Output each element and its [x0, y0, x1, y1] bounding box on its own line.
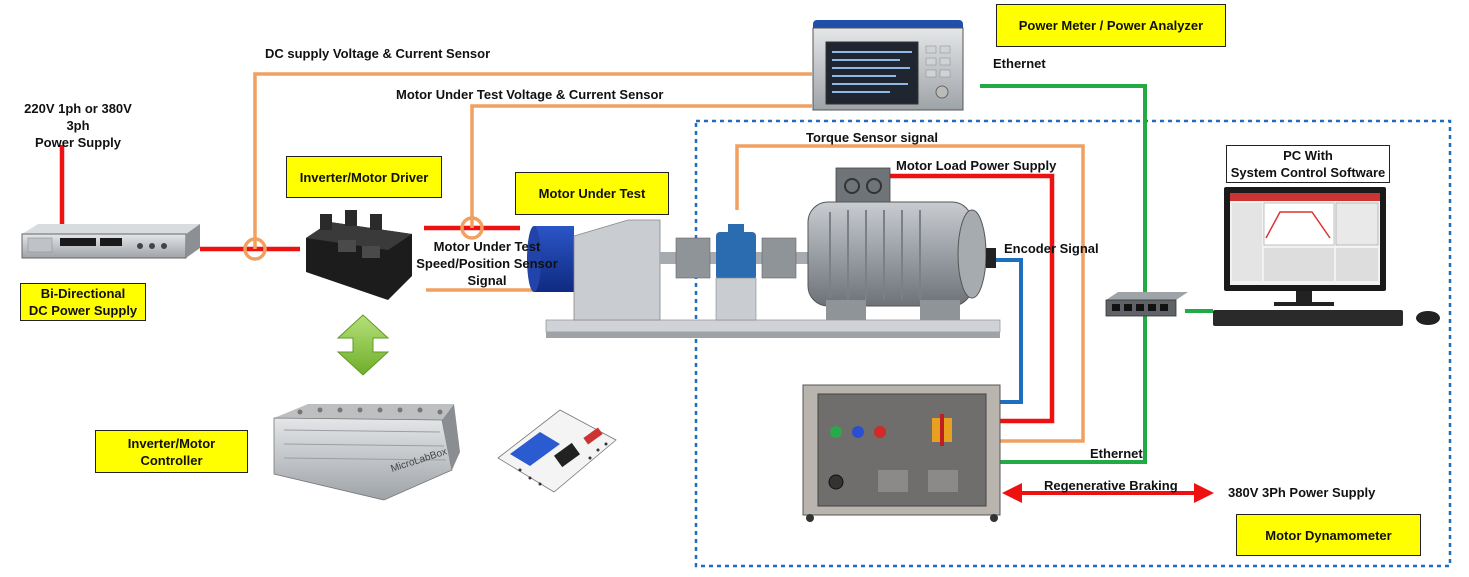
inverter-driver-image: [306, 210, 412, 300]
ethernet-power-meter-line: [980, 84, 1147, 300]
ethernet-top-label: Ethernet: [993, 56, 1046, 71]
speed-position-signal-label: Motor Under Test Speed/Position Sensor S…: [416, 239, 558, 288]
ethernet-dynamometer-line: [1000, 316, 1147, 464]
microlabbox-image: MicroLabBox: [273, 404, 460, 501]
power-meter-image: [812, 20, 964, 111]
load-motor-image: [807, 167, 996, 320]
network-switch-image: [1105, 292, 1188, 317]
bidirectional-arrow: [336, 314, 390, 376]
motor-dynamometer-box: Motor Dynamometer: [1236, 514, 1421, 556]
power-meter-box: Power Meter / Power Analyzer: [996, 4, 1226, 47]
inverter-controller-box: Inverter/Motor Controller: [95, 430, 248, 473]
coupling-and-torque-sensor-image: [660, 224, 820, 321]
dynamometer-boundary: [694, 119, 1452, 568]
power-lines: [59, 145, 1055, 424]
dc-power-supply-image: [21, 224, 200, 259]
dc-power-supply-box: Bi-Directional DC Power Supply: [20, 283, 146, 321]
motor-under-test-image: [527, 219, 661, 321]
pc-image: [1213, 187, 1440, 326]
three-phase-supply-label: 380V 3Ph Power Supply: [1228, 485, 1376, 500]
encoder-signal-line: [996, 258, 1023, 404]
ethernet-lines: [980, 84, 1213, 464]
dynamometer-cabinet-image: [802, 384, 1001, 522]
encoder-signal-label: Encoder Signal: [1004, 241, 1099, 256]
torque-sensor-line: [735, 144, 1085, 443]
sensor-lines: [253, 72, 1085, 443]
motor-load-supply-label: Motor Load Power Supply: [896, 158, 1057, 173]
inverter-driver-box: Inverter/Motor Driver: [286, 156, 442, 198]
dc-current-sensor-ring: [243, 237, 267, 261]
mut-sensor-line: [470, 104, 812, 228]
mut-sensor-label: Motor Under Test Voltage & Current Senso…: [396, 87, 664, 102]
pc-with-software-label: PC With System Control Software: [1226, 145, 1390, 183]
mut-current-sensor-ring: [460, 216, 484, 240]
test-bed-image: [545, 319, 1001, 338]
torque-signal-label: Torque Sensor signal: [806, 130, 938, 145]
dc-supply-sensor-label: DC supply Voltage & Current Sensor: [265, 46, 491, 61]
regenerative-braking-label: Regenerative Braking: [1044, 478, 1178, 493]
dev-board-image: [497, 409, 617, 493]
motor-load-power-line: [890, 173, 1055, 424]
power-supply-input-label: 220V 1ph or 380V 3ph Power Supply: [24, 101, 132, 150]
ethernet-bottom-label: Ethernet: [1090, 446, 1143, 461]
dc-supply-sensor-line: [253, 72, 812, 249]
regenerative-braking-arrow: [1002, 483, 1214, 503]
motor-under-test-box: Motor Under Test: [515, 172, 669, 215]
